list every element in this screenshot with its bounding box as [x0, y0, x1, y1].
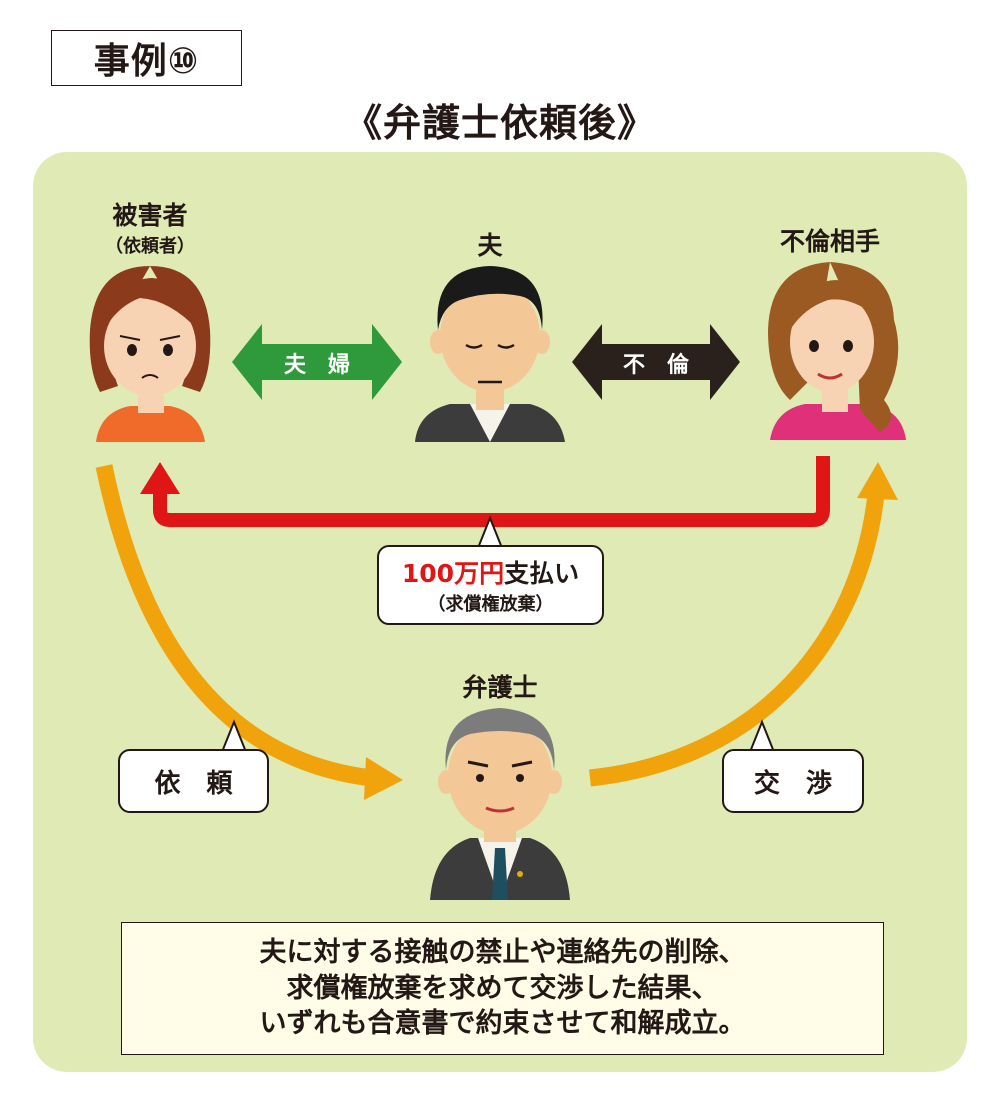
negotiate-arrowhead: [857, 462, 898, 500]
lawyer-label: 弁護士: [462, 673, 538, 702]
couple-arrow: [232, 324, 402, 400]
request-arrowhead: [364, 757, 403, 800]
negotiate-bubble: 交 渉: [722, 749, 864, 813]
summary-line-2: 求償権放棄を求めて交渉した結果、: [286, 972, 719, 1004]
payment-line: 100万円支払い: [402, 554, 579, 590]
payment-arrowhead: [140, 462, 180, 494]
husband-label: 夫: [477, 231, 503, 260]
payment-bubble: 100万円支払い （求償権放棄）: [377, 545, 604, 625]
affair-label: 不 倫: [622, 353, 689, 378]
request-arrow: [95, 464, 374, 787]
lawyer-illustration: [430, 708, 570, 900]
victim-name: 被害者: [112, 201, 188, 230]
case-label: 事例⑩: [51, 30, 242, 86]
payment-action: 支払い: [504, 559, 580, 588]
couple-label: 夫 婦: [283, 353, 350, 378]
summary-line-1: 夫に対する接触の禁止や連絡先の削除、: [259, 937, 746, 969]
husband-illustration: [415, 266, 565, 442]
affair-arrow: [572, 324, 740, 400]
payment-amount: 100万円: [401, 559, 505, 588]
partner-label: 不倫相手: [779, 227, 880, 256]
summary-line-3: いずれも合意書で約束させて和解成立。: [259, 1008, 746, 1040]
page-heading: 《弁護士依頼後》: [343, 101, 656, 145]
negotiate-arrow: [589, 493, 885, 787]
partner-illustration: [768, 262, 906, 440]
request-bubble: 依 頼: [118, 749, 269, 813]
payment-note: （求償権放棄）: [427, 594, 554, 615]
victim-label: 被害者 （依頼者）: [70, 196, 230, 258]
payment-arrow: [153, 456, 830, 527]
summary-box: 夫に対する接触の禁止や連絡先の削除、 求償権放棄を求めて交渉した結果、 いずれも…: [121, 922, 884, 1055]
victim-role: （依頼者）: [105, 236, 195, 257]
victim-illustration: [89, 266, 211, 442]
